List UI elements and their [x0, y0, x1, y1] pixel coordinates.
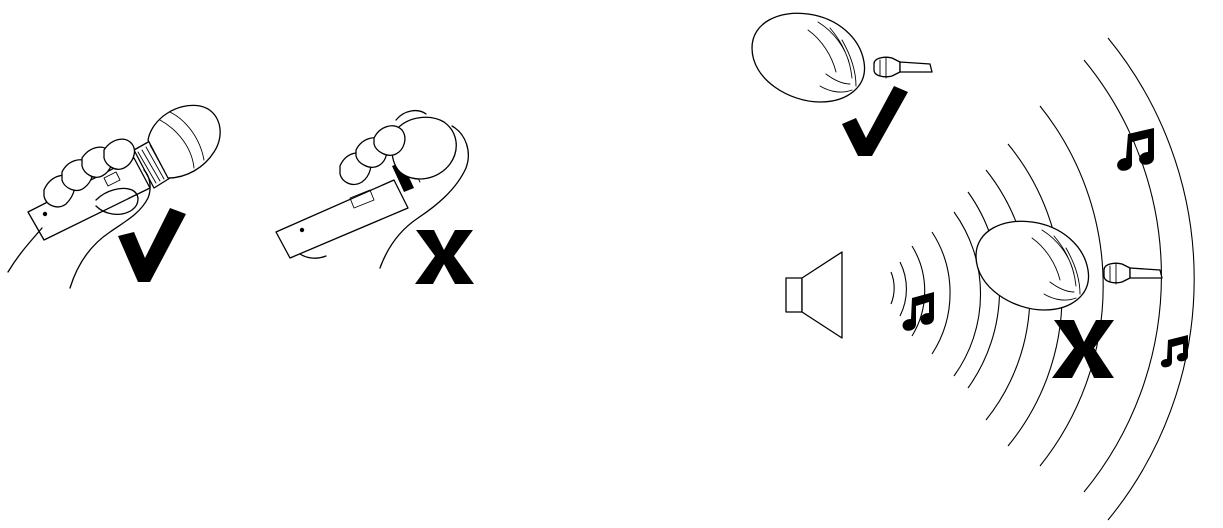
microphone-icon: [1104, 263, 1162, 284]
grip-correct-panel: [8, 105, 220, 288]
head-icon: [752, 13, 865, 102]
x-mark-icon: [415, 230, 474, 284]
microphone-icon: [874, 57, 932, 78]
check-icon: [842, 86, 908, 156]
head-icon: [976, 221, 1089, 310]
music-note-icon: [1117, 128, 1154, 171]
distance-panel: [752, 13, 1194, 520]
grip-incorrect-panel: [276, 111, 474, 284]
speaker-icon: [786, 252, 842, 338]
x-mark-icon: [1052, 320, 1114, 378]
music-note-icon: [1161, 335, 1188, 367]
microphone-icon: [28, 105, 220, 240]
